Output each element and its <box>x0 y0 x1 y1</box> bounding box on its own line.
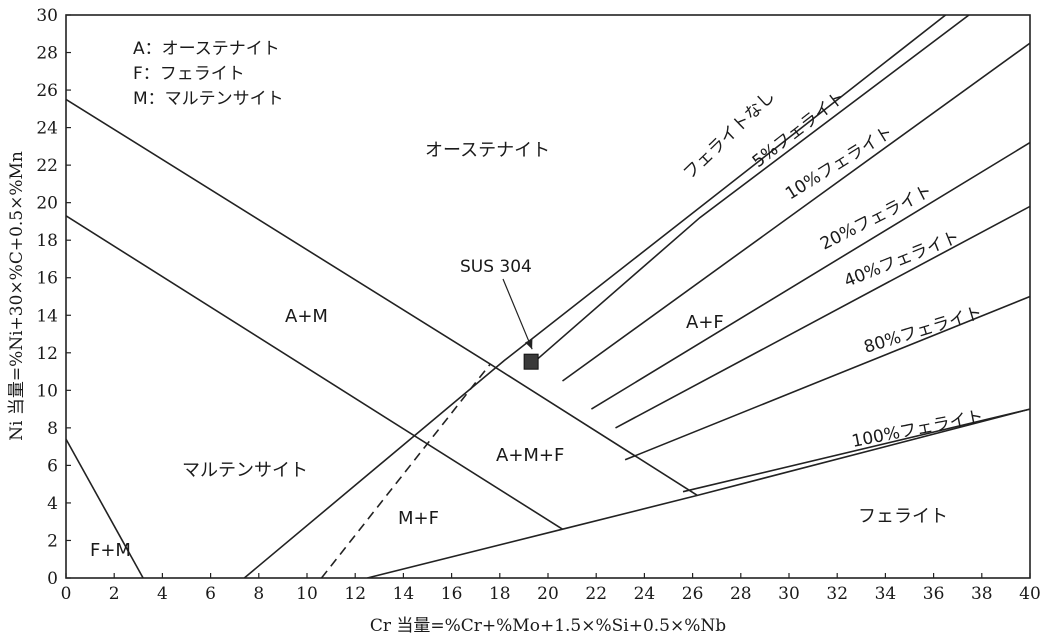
x-tick-label: 6 <box>205 584 216 604</box>
y-tick-label: 0 <box>47 569 58 589</box>
annotation-sus304-arrowhead <box>525 339 533 350</box>
series-line-0 <box>243 15 947 578</box>
x-tick-label: 20 <box>537 584 559 604</box>
label-80pct-ferrite: 80%フェライト <box>862 303 985 358</box>
region-f-m: F+M <box>90 540 131 561</box>
region-a-m-f: A+M+F <box>496 445 564 466</box>
x-tick-label: 24 <box>634 584 656 604</box>
y-tick-label: 16 <box>36 269 58 289</box>
region-m-f: M+F <box>398 508 439 529</box>
x-tick-label: 32 <box>826 584 848 604</box>
x-tick-label: 34 <box>875 584 897 604</box>
y-tick-label: 8 <box>47 419 58 439</box>
x-tick-label: 28 <box>730 584 752 604</box>
annotation-sus304-label: SUS 304 <box>460 257 532 277</box>
y-tick-label: 10 <box>36 381 58 401</box>
x-tick-label: 2 <box>109 584 120 604</box>
x-tick-label: 18 <box>489 584 511 604</box>
annotation-sus304-arrow <box>502 278 533 350</box>
label-100pct-ferrite: 100%フェライト <box>850 407 985 452</box>
series-line-3 <box>590 141 1030 410</box>
y-axis-title: Ni 当量=%Ni+30×%C+0.5×%Mn <box>7 151 27 441</box>
series-line-5 <box>624 295 1030 461</box>
x-tick-label: 0 <box>61 584 72 604</box>
region-ferrite: フェライト <box>858 506 948 527</box>
boundary-line-8 <box>66 215 563 530</box>
x-tick-label: 10 <box>296 584 318 604</box>
y-tick-label: 18 <box>36 231 58 251</box>
y-tick-label: 14 <box>36 306 58 326</box>
y-tick-label: 20 <box>36 194 58 214</box>
x-tick-label: 40 <box>1019 584 1041 604</box>
legend-entry-austenite: A：オーステナイト <box>133 39 280 59</box>
y-tick-label: 4 <box>47 494 58 514</box>
series-line-6 <box>682 408 1030 493</box>
y-tick-label: 24 <box>36 119 58 139</box>
y-tick-label: 28 <box>36 44 58 64</box>
plot-frame <box>65 14 1031 579</box>
region-martensite: マルテンサイト <box>182 460 308 481</box>
x-tick-label: 12 <box>344 584 366 604</box>
x-tick-label: 4 <box>157 584 168 604</box>
region-a-m: A+M <box>285 306 328 327</box>
y-tick-label: 22 <box>36 156 58 176</box>
x-tick-label: 36 <box>923 584 945 604</box>
y-tick-label: 12 <box>36 344 58 364</box>
region-a-f: A+F <box>686 312 724 333</box>
x-tick-label: 8 <box>253 584 264 604</box>
series-line-1 <box>535 15 971 361</box>
boundary-line-10 <box>66 438 144 578</box>
annotation-sus304-marker <box>523 353 539 370</box>
x-tick-label: 14 <box>393 584 415 604</box>
y-tick-label: 2 <box>47 531 58 551</box>
x-tick-label: 30 <box>778 584 800 604</box>
boundary-line-11 <box>320 363 491 578</box>
boundary-line-9 <box>367 408 1030 578</box>
legend-entry-ferrite: F：フェライト <box>133 64 245 84</box>
y-tick-label: 30 <box>36 6 58 26</box>
series-line-4 <box>615 205 1030 429</box>
legend-entry-martensite: M：マルテンサイト <box>133 89 284 109</box>
series-line-2 <box>562 42 1030 382</box>
x-tick-label: 26 <box>682 584 704 604</box>
y-tick-label: 6 <box>47 456 58 476</box>
boundary-line-7 <box>66 98 698 497</box>
x-tick-label: 38 <box>971 584 993 604</box>
x-tick-label: 22 <box>585 584 607 604</box>
y-tick-label: 26 <box>36 81 58 101</box>
x-tick-label: 16 <box>441 584 463 604</box>
x-axis-title: Cr 当量=%Cr+%Mo+1.5×%Si+0.5×%Nb <box>370 616 726 636</box>
region-austenite: オーステナイト <box>425 140 550 161</box>
